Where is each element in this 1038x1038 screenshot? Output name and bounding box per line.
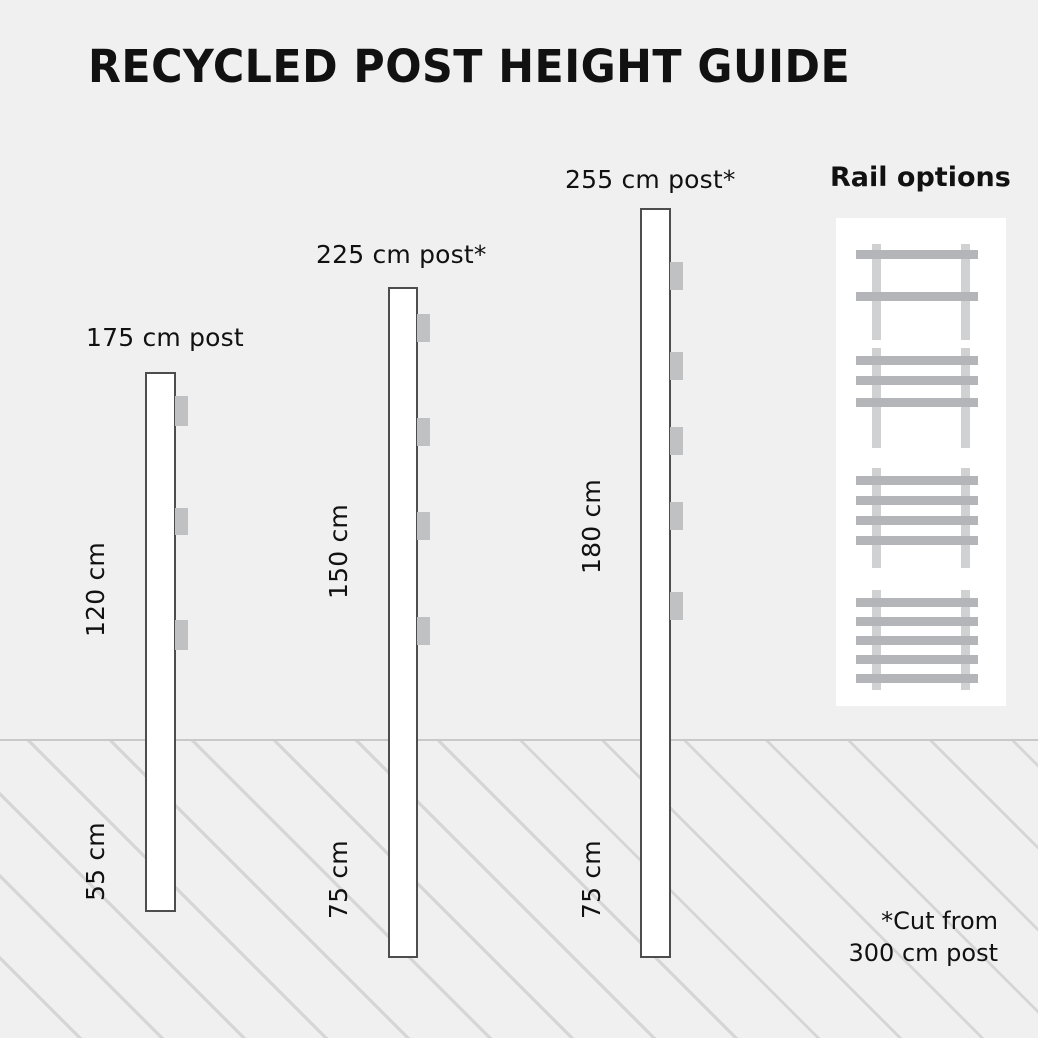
rail-option-5-rails[interactable]: [836, 590, 1006, 700]
rail-bar-icon: [856, 655, 978, 664]
rail-tab: [417, 314, 430, 342]
post-label-225: 225 cm post*: [316, 240, 487, 269]
rail-tab: [670, 592, 683, 620]
dimension-above-ground-175: 120 cm: [81, 542, 110, 637]
footnote-line-2: 300 cm post: [848, 939, 998, 967]
rail-options-panel: [836, 218, 1006, 706]
rail-options-heading: Rail options: [830, 162, 1011, 193]
rail-bar-icon: [856, 516, 978, 525]
dimension-above-ground-225: 150 cm: [324, 504, 353, 599]
rail-option-3-rails[interactable]: [836, 348, 1006, 460]
post-body-225: [388, 287, 418, 958]
rail-bar-icon: [856, 376, 978, 385]
rail-bar-icon: [856, 398, 978, 407]
rail-tab: [175, 396, 188, 426]
rail-bar-icon: [856, 292, 978, 301]
rail-bar-icon: [856, 598, 978, 607]
dimension-below-ground-225: 75 cm: [324, 840, 353, 919]
rail-option-2-rails[interactable]: [836, 230, 1006, 340]
rail-tab: [670, 502, 683, 530]
rail-bar-icon: [856, 250, 978, 259]
post-body-255: [640, 208, 671, 958]
rail-bar-icon: [856, 476, 978, 485]
rail-bar-icon: [856, 674, 978, 683]
page-title: RECYCLED POST HEIGHT GUIDE: [88, 40, 851, 93]
rail-tab: [175, 508, 188, 535]
dimension-above-ground-255: 180 cm: [577, 479, 606, 574]
dimension-below-ground-175: 55 cm: [81, 822, 110, 901]
footnote-line-1: *Cut from: [881, 907, 998, 935]
footnote: *Cut from 300 cm post: [849, 905, 998, 969]
rail-tab: [670, 262, 683, 290]
ground-level-line: [0, 739, 1038, 741]
rail-tab: [417, 617, 430, 645]
post-label-175: 175 cm post: [86, 323, 244, 352]
dimension-below-ground-255: 75 cm: [577, 840, 606, 919]
rail-bar-icon: [856, 356, 978, 365]
rail-option-4-rails[interactable]: [836, 468, 1006, 580]
rail-bar-icon: [856, 536, 978, 545]
rail-tab: [417, 418, 430, 446]
rail-tab: [670, 427, 683, 455]
rail-tab: [175, 620, 188, 650]
post-body-175: [145, 372, 176, 912]
post-label-255: 255 cm post*: [565, 165, 736, 194]
rail-bar-icon: [856, 617, 978, 626]
rail-tab: [670, 352, 683, 380]
rail-tab: [417, 512, 430, 540]
rail-bar-icon: [856, 636, 978, 645]
rail-bar-icon: [856, 496, 978, 505]
